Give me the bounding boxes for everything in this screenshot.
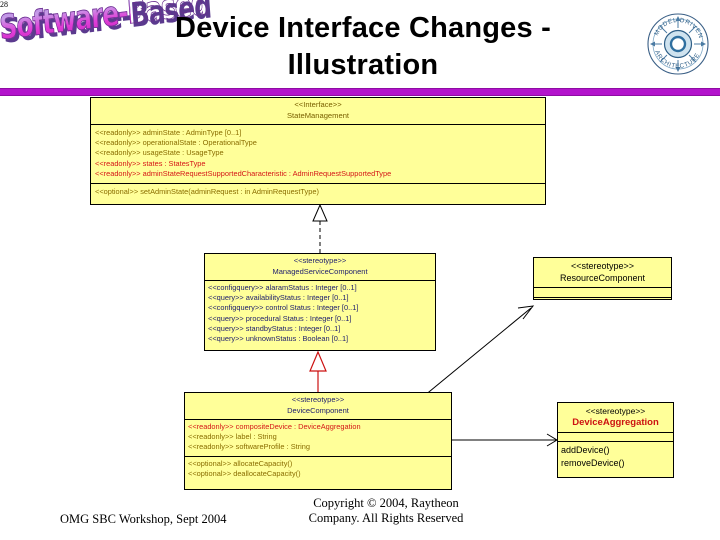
uml-header-state-management: <<Interface>> StateManagement <box>91 98 545 125</box>
uml-stereotype: <<stereotype>> <box>585 406 646 416</box>
uml-attributes-resource-component <box>534 288 671 298</box>
page-number: 28 <box>0 0 8 9</box>
uml-class-name: DeviceAggregation <box>572 417 659 428</box>
wordart-software-based: Software-Based Software-Based <box>0 0 212 70</box>
uml-operation: addDevice() <box>561 445 610 455</box>
dependency-device-to-resource-component <box>423 305 535 397</box>
uml-attribute: <<readonly>> compositeDevice : DeviceAgg… <box>188 422 361 431</box>
footer-copyright: Copyright © 2004, Raytheon Company. All … <box>286 496 486 526</box>
uml-stereotype: <<stereotype>> <box>570 261 635 271</box>
uml-attribute: <<configquery>> control Status : Integer… <box>208 303 359 313</box>
uml-attribute: <<query>> procedural Status : Integer [0… <box>208 313 352 323</box>
uml-attributes-device-component: <<readonly>> compositeDevice : DeviceAgg… <box>185 420 451 457</box>
uml-stereotype: <<stereotype>> <box>293 256 347 265</box>
uml-attribute: <<readonly>> adminStateRequestSupportedC… <box>95 168 392 178</box>
uml-class-resource-component[interactable]: <<stereotype>> ResourceComponent <box>533 257 672 300</box>
uml-header-device-aggregation: <<stereotype>> DeviceAggregation <box>558 403 673 433</box>
page-title-line-2: Illustration <box>287 49 439 81</box>
uml-class-state-management[interactable]: <<Interface>> StateManagement <<readonly… <box>90 97 546 205</box>
uml-attribute: <<configquery>> alaramStatus : Integer [… <box>208 283 357 292</box>
uml-operation: <<optional>> allocateCapacity() <box>188 458 293 468</box>
uml-class-name: ManagedServiceComponent <box>272 266 368 276</box>
uml-attribute: <<readonly>> label : String <box>188 432 277 442</box>
uml-attribute: <<readonly>> usageState : UsageType <box>95 148 224 158</box>
uml-attribute: <<readonly>> operationalState : Operatio… <box>95 138 257 148</box>
uml-attribute: <<query>> availabilityStatus : Integer [… <box>208 293 349 303</box>
uml-operation: removeDevice() <box>561 457 625 468</box>
uml-operations-state-management: <<optional>> setAdminState(adminRequest … <box>91 184 545 201</box>
uml-class-managed-service-component[interactable]: <<stereotype>> ManagedServiceComponent <… <box>204 253 436 351</box>
uml-stereotype: <<Interface>> <box>294 100 342 109</box>
uml-attribute: <<readonly>> states : StatesType <box>95 158 206 168</box>
uml-class-name: DeviceComponent <box>287 405 349 415</box>
uml-operations-resource-component <box>534 298 671 307</box>
uml-class-name: ResourceComponent <box>559 273 646 283</box>
uml-attribute: <<readonly>> softwareProfile : String <box>188 442 311 452</box>
realization-managed-service-to-state-management <box>312 203 328 253</box>
uml-attributes-state-management: <<readonly>> adminState : AdminType [0..… <box>91 125 545 185</box>
association-device-to-device-aggregation <box>452 433 558 447</box>
uml-stereotype: <<stereotype>> <box>291 395 345 404</box>
uml-operation: <<optional>> deallocateCapacity() <box>188 468 301 478</box>
uml-class-device-aggregation[interactable]: <<stereotype>> DeviceAggregation addDevi… <box>557 402 674 478</box>
uml-operations-device-aggregation: addDevice() removeDevice() <box>558 442 673 472</box>
uml-header-device-component: <<stereotype>> DeviceComponent <box>185 393 451 420</box>
page-title: Device Interface Changes - Illustration <box>128 10 598 84</box>
uml-attributes-device-aggregation <box>558 433 673 442</box>
page-title-line-1: Device Interface Changes - <box>175 12 551 44</box>
footer-copyright-line-2: Company. All Rights Reserved <box>308 511 464 525</box>
uml-header-resource-component: <<stereotype>> ResourceComponent <box>534 258 671 288</box>
footer-copyright-line-1: Copyright © 2004, Raytheon <box>313 496 459 510</box>
title-divider-bar <box>0 88 720 96</box>
uml-attribute: <<query>> unknownStatus : Boolean [0..1] <box>208 334 349 344</box>
mda-logo: MODEL DRIVEN ARCHITECTURE <box>646 12 710 76</box>
uml-attribute: <<readonly>> adminState : AdminType [0..… <box>95 128 242 137</box>
uml-operations-device-component: <<optional>> allocateCapacity() <<option… <box>185 457 451 482</box>
uml-header-managed-service-component: <<stereotype>> ManagedServiceComponent <box>205 254 435 281</box>
uml-operation: <<optional>> setAdminState(adminRequest … <box>95 187 319 197</box>
generalization-device-to-managed-service <box>309 350 327 392</box>
footer-left-text: OMG SBC Workshop, Sept 2004 <box>60 512 227 526</box>
uml-class-device-component[interactable]: <<stereotype>> DeviceComponent <<readonl… <box>184 392 452 490</box>
uml-attribute: <<query>> standbyStatus : Integer [0..1] <box>208 323 341 333</box>
uml-attributes-managed-service-component: <<configquery>> alaramStatus : Integer [… <box>205 281 435 347</box>
uml-class-name: StateManagement <box>286 110 350 120</box>
